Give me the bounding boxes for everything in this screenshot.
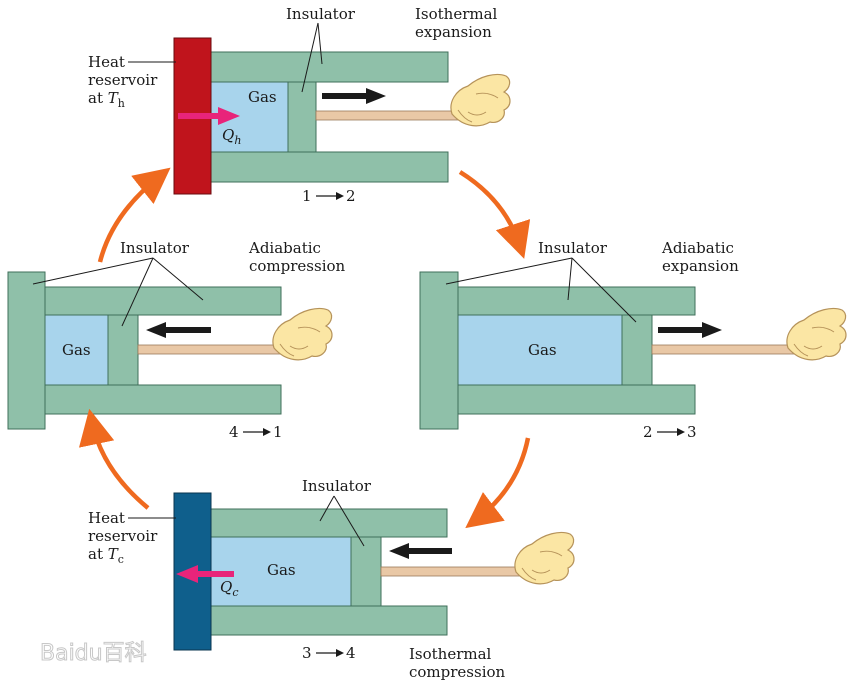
gas-label: Gas bbox=[267, 561, 296, 579]
svg-text:3: 3 bbox=[302, 644, 312, 662]
hand-icon bbox=[786, 307, 847, 361]
stage-isothermal-expansion: Gas Qh Insulator Isothermal expansion He… bbox=[88, 5, 511, 205]
cylinder-bottom-wall bbox=[44, 384, 282, 415]
cylinder-end-cap bbox=[7, 271, 46, 430]
piston-motion-arrow-icon bbox=[389, 543, 452, 559]
cylinder-top-wall bbox=[44, 286, 282, 316]
insulator-pointer bbox=[152, 257, 204, 301]
piston bbox=[350, 536, 382, 607]
reservoir-label: Heat bbox=[88, 53, 125, 71]
cycle-arrow-icon bbox=[78, 408, 150, 510]
svg-text:1: 1 bbox=[302, 187, 312, 205]
stage-title: Adiabatic bbox=[248, 239, 321, 257]
gas-region bbox=[210, 536, 352, 607]
insulator-pointer bbox=[301, 22, 319, 93]
svg-text:4: 4 bbox=[229, 423, 239, 441]
cylinder-end-cap bbox=[419, 271, 459, 430]
stage-title: compression bbox=[409, 663, 506, 681]
svg-text:2: 2 bbox=[346, 187, 356, 205]
stage-title: Isothermal bbox=[409, 645, 492, 663]
gas-label: Gas bbox=[528, 341, 557, 359]
cylinder-top-wall bbox=[210, 508, 448, 538]
insulator-pointer bbox=[319, 495, 335, 522]
piston bbox=[287, 81, 317, 153]
insulator-label: Insulator bbox=[538, 239, 608, 257]
piston-motion-arrow-icon bbox=[658, 322, 722, 338]
insulator-pointer bbox=[317, 22, 323, 65]
step-label: 4 1 bbox=[229, 423, 283, 441]
heat-label: Qc bbox=[220, 578, 238, 599]
hand-icon bbox=[272, 307, 333, 361]
watermark: Baidu百科 bbox=[40, 641, 147, 666]
insulator-pointer bbox=[567, 257, 573, 301]
cylinder-bottom-wall bbox=[209, 151, 449, 183]
stage-title: Adiabatic bbox=[661, 239, 734, 257]
insulator-label: Insulator bbox=[286, 5, 356, 23]
reservoir-label: reservoir bbox=[88, 71, 158, 89]
reservoir-label: Heat bbox=[88, 509, 125, 527]
insulator-pointer bbox=[121, 257, 154, 327]
piston bbox=[621, 314, 653, 386]
heat-label: Qh bbox=[222, 126, 241, 147]
gas-label: Gas bbox=[248, 88, 277, 106]
svg-text:1: 1 bbox=[273, 423, 283, 441]
gas-label: Gas bbox=[62, 341, 91, 359]
stage-isothermal-compression: Gas Qc Insulator Isothermal compression … bbox=[88, 477, 575, 681]
stage-title: expansion bbox=[662, 257, 739, 275]
hand-icon bbox=[514, 531, 575, 585]
cycle-arrow-icon bbox=[458, 170, 531, 259]
insulator-pointer bbox=[333, 495, 365, 547]
reservoir-label: reservoir bbox=[88, 527, 158, 545]
svg-text:3: 3 bbox=[687, 423, 697, 441]
piston-motion-arrow-icon bbox=[146, 322, 211, 338]
piston bbox=[107, 314, 139, 386]
heat-flow-arrow-icon bbox=[178, 107, 240, 125]
stage-title: Isothermal bbox=[415, 5, 498, 23]
cylinder-bottom-wall bbox=[457, 384, 696, 415]
insulator-pointer bbox=[571, 257, 637, 323]
reservoir-label: at Tc bbox=[88, 545, 124, 566]
heat-flow-arrow-icon bbox=[176, 565, 234, 583]
stage-title: expansion bbox=[415, 23, 492, 41]
reservoir-label: at Th bbox=[88, 89, 125, 110]
insulator-label: Insulator bbox=[120, 239, 190, 257]
gas-region bbox=[457, 314, 623, 386]
step-label: 3 4 bbox=[302, 644, 356, 662]
insulator-label: Insulator bbox=[302, 477, 372, 495]
step-label: 2 3 bbox=[643, 423, 697, 441]
svg-text:2: 2 bbox=[643, 423, 653, 441]
step-label: 1 2 bbox=[302, 187, 356, 205]
svg-text:4: 4 bbox=[346, 644, 356, 662]
stage-adiabatic-expansion: Gas Insulator Adiabatic expansion 2 3 bbox=[419, 239, 847, 441]
stage-title: compression bbox=[249, 257, 346, 275]
gas-region bbox=[44, 314, 109, 386]
cylinder-bottom-wall bbox=[210, 605, 448, 636]
cycle-arrow-icon bbox=[465, 437, 531, 529]
cylinder-top-wall bbox=[209, 51, 449, 83]
insulator-pointer bbox=[32, 257, 154, 285]
stage-adiabatic-compression: Gas Insulator Adiabatic compression 4 1 bbox=[7, 239, 346, 441]
hand-icon bbox=[450, 73, 511, 127]
cylinder-top-wall bbox=[457, 286, 696, 316]
cycle-arrow-icon bbox=[97, 167, 171, 263]
piston-motion-arrow-icon bbox=[322, 88, 386, 104]
insulator-pointer bbox=[445, 257, 573, 285]
